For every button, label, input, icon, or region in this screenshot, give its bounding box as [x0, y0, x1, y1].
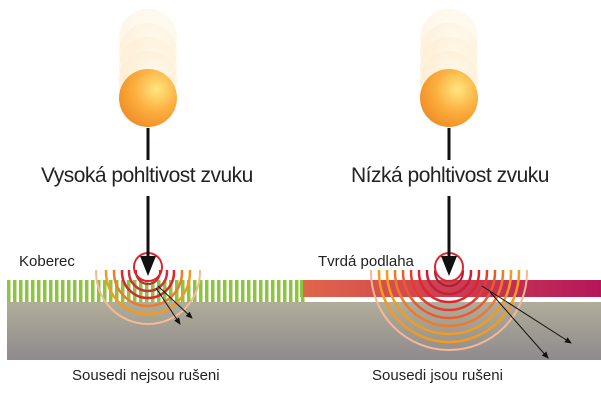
- propagation-arrow: [489, 291, 549, 359]
- carpet-fiber: [169, 280, 173, 302]
- carpet-fiber: [289, 280, 293, 302]
- propagation-arrow: [481, 285, 572, 344]
- carpet-fiber: [277, 280, 281, 302]
- panel-hard-floor: [300, 9, 601, 360]
- carpet-fiber: [133, 280, 137, 302]
- carpet-fiber: [13, 280, 17, 302]
- carpet-fiber: [235, 280, 239, 302]
- caption-disturbed: Sousedi jsou rušeni: [372, 367, 503, 384]
- carpet-fiber: [25, 280, 29, 302]
- label-carpet: Koberec: [19, 253, 75, 270]
- carpet-fiber: [31, 280, 35, 302]
- carpet-fiber: [223, 280, 227, 302]
- carpet-fiber: [217, 280, 221, 302]
- carpet-fiber: [37, 280, 41, 302]
- carpet-fiber: [199, 280, 203, 302]
- carpet-fiber: [187, 280, 191, 302]
- carpet-fiber: [91, 280, 95, 302]
- carpet-fiber: [103, 280, 107, 302]
- carpet-fiber: [229, 280, 233, 302]
- carpet-fiber: [211, 280, 215, 302]
- carpet-fiber: [79, 280, 83, 302]
- carpet-fiber: [193, 280, 197, 302]
- carpet-fiber: [139, 280, 143, 302]
- panel-carpet: [7, 9, 305, 360]
- ball-right: [420, 69, 478, 127]
- carpet-fiber: [265, 280, 269, 302]
- carpet-fiber: [181, 280, 185, 302]
- heading-low-absorption: Nízká pohltivost zvuku: [351, 164, 549, 187]
- carpet-fiber: [43, 280, 47, 302]
- carpet-fiber: [241, 280, 245, 302]
- propagation-arrow: [157, 285, 193, 319]
- caption-not-disturbed: Sousedi nejsou rušeni: [72, 367, 220, 384]
- carpet-fiber: [85, 280, 89, 302]
- carpet-fiber: [7, 280, 11, 302]
- ground-left: [7, 302, 301, 360]
- carpet-fiber: [73, 280, 77, 302]
- carpet-fiber: [115, 280, 119, 302]
- label-hard-floor: Tvrdá podlaha: [318, 253, 414, 270]
- carpet-surface: [7, 280, 305, 302]
- propagation-arrow: [155, 287, 181, 325]
- sound-rings-right: [370, 270, 528, 351]
- carpet-fiber: [55, 280, 59, 302]
- carpet-fiber: [67, 280, 71, 302]
- heading-high-absorption: Vysoká pohltivost zvuku: [41, 164, 253, 187]
- carpet-fiber: [121, 280, 125, 302]
- carpet-fiber: [259, 280, 263, 302]
- carpet-fiber: [157, 280, 161, 302]
- carpet-fiber: [49, 280, 53, 302]
- carpet-fiber: [247, 280, 251, 302]
- carpet-fiber: [283, 280, 287, 302]
- carpet-fiber: [271, 280, 275, 302]
- carpet-fiber: [205, 280, 209, 302]
- carpet-fiber: [295, 280, 299, 302]
- carpet-fiber: [19, 280, 23, 302]
- carpet-fiber: [61, 280, 65, 302]
- ball-left: [119, 69, 177, 127]
- carpet-fiber: [253, 280, 257, 302]
- sound-rings-left: [95, 270, 201, 325]
